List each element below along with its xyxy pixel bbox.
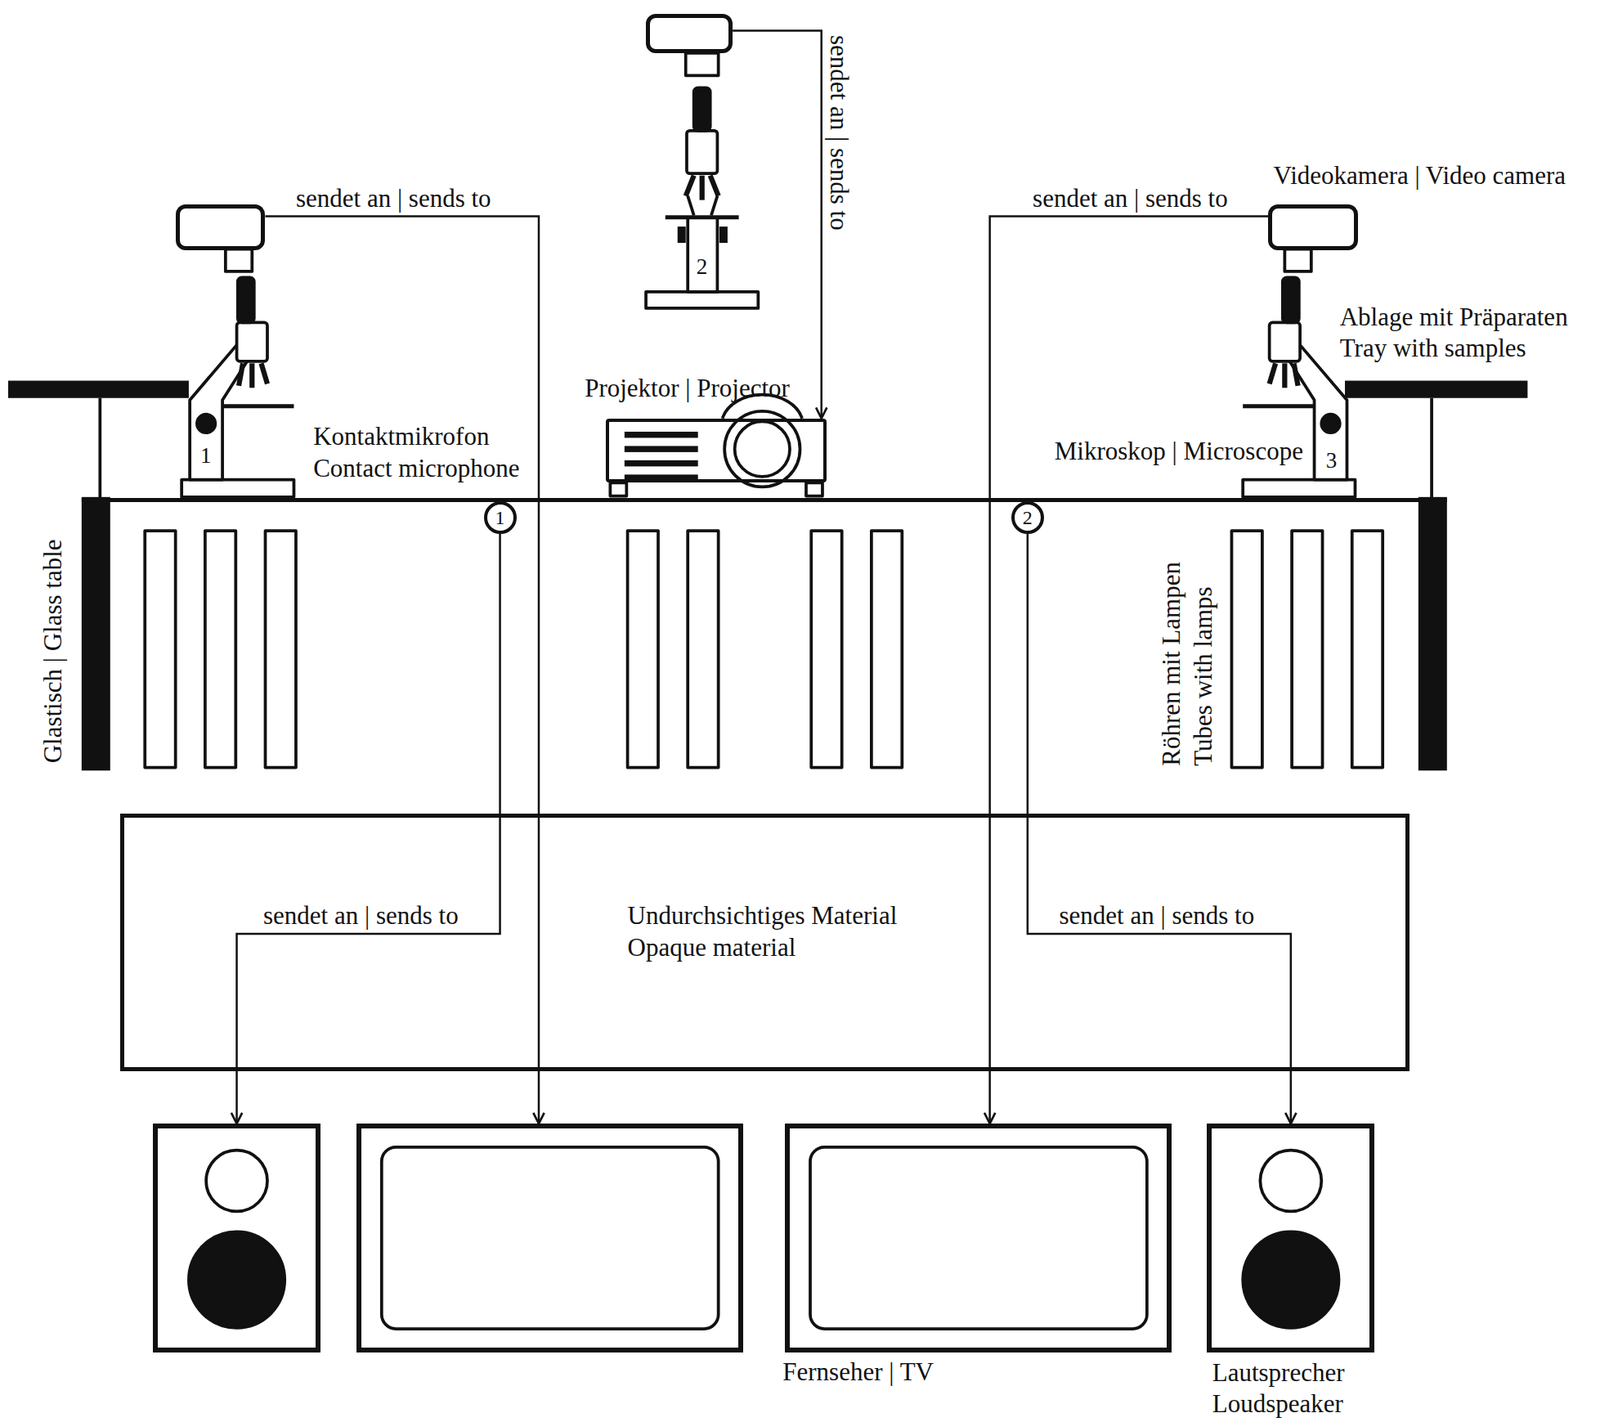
signal-connector bbox=[1027, 533, 1291, 1124]
shelf-support bbox=[98, 398, 102, 501]
node-label: Projektor | Projector bbox=[584, 372, 790, 405]
shelf-support bbox=[1429, 398, 1434, 501]
tv-screen bbox=[356, 1123, 744, 1353]
node-label: Fernseher | TV bbox=[782, 1356, 934, 1389]
microscope bbox=[181, 249, 294, 498]
node-label: Videokamera | Video camera bbox=[1273, 160, 1566, 193]
projector: Projektor | Projector bbox=[605, 418, 827, 484]
shelf bbox=[8, 380, 189, 399]
connector-label: sendet an | sends to bbox=[822, 35, 855, 231]
signal-connector bbox=[732, 30, 822, 418]
table-label: Glastisch | Glass table bbox=[37, 538, 70, 763]
contact-microphone: 2 bbox=[1011, 501, 1045, 534]
connector-label: sendet an | sends to bbox=[1059, 900, 1255, 933]
video-camera bbox=[175, 204, 266, 251]
callout-number: 2 bbox=[696, 253, 709, 282]
table-leg bbox=[1418, 497, 1448, 771]
speaker-cones bbox=[188, 1150, 1340, 1328]
loudspeaker: Lautsprecher Loudspeaker bbox=[1206, 1123, 1375, 1353]
tubes-label: Röhren mit Lampen Tubes with lamps bbox=[1156, 556, 1220, 767]
microscope bbox=[645, 53, 758, 309]
callout-number: 1 bbox=[495, 505, 506, 530]
tray-label: Ablage mit Präparaten Tray with samples bbox=[1340, 301, 1574, 366]
table-leg bbox=[81, 497, 111, 771]
video-camera bbox=[645, 13, 733, 53]
signal-connector bbox=[990, 216, 1269, 1125]
opaque-panel: Undurchsichtiges Material Opaque materia… bbox=[120, 813, 1409, 1072]
callout-number: 1 bbox=[200, 442, 212, 471]
connector-label: sendet an | sends to bbox=[1032, 183, 1229, 216]
connector-label: sendet an | sends to bbox=[263, 900, 459, 933]
table-top bbox=[81, 497, 1448, 502]
contact-microphone: 1 bbox=[484, 501, 517, 534]
loudspeaker bbox=[152, 1123, 321, 1353]
callout-number: 2 bbox=[1022, 505, 1033, 530]
shelf bbox=[1344, 380, 1528, 399]
node-label: Undurchsichtiges Material Opaque materia… bbox=[627, 900, 903, 964]
tv-screen: Fernseher | TV bbox=[784, 1123, 1172, 1353]
video-camera: Videokamera | Video camera bbox=[1268, 204, 1358, 251]
node-label: Lautsprecher Loudspeaker bbox=[1212, 1357, 1350, 1421]
connector-label: sendet an | sends to bbox=[295, 183, 492, 216]
part-label: Kontaktmikrofon Contact microphone bbox=[313, 421, 525, 485]
callout-number: 3 bbox=[1326, 447, 1338, 476]
signal-connector bbox=[237, 533, 501, 1124]
part-label: Mikroskop | Microscope bbox=[1054, 435, 1304, 468]
tv-screens bbox=[381, 1147, 1148, 1329]
signal-connector bbox=[264, 216, 539, 1125]
lamp-tubes bbox=[144, 530, 1383, 768]
